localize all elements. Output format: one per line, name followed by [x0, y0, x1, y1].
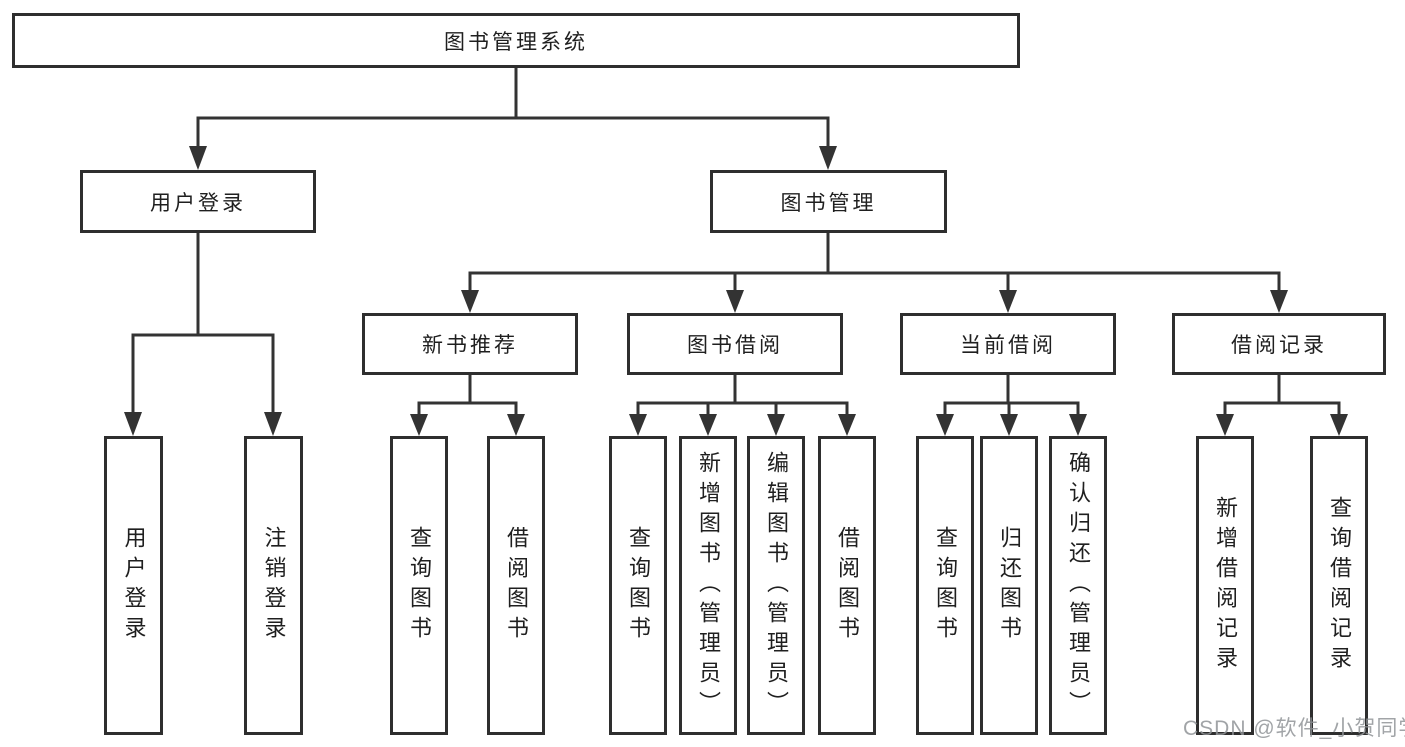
leaf-user-login: 用户登录	[104, 436, 163, 735]
leaf-query-books-current: 查询图书	[916, 436, 974, 735]
node-new-book-recommendation: 新书推荐	[362, 313, 578, 375]
csdn-watermark: CSDN @软件_小贺同学	[1183, 717, 1405, 740]
leaf-add-books-admin: 新增图书（管理员）	[679, 436, 737, 735]
leaf-borrow-books-recommend: 借阅图书	[487, 436, 545, 735]
node-borrowing-records: 借阅记录	[1172, 313, 1386, 375]
leaf-query-books-borrowing: 查询图书	[609, 436, 667, 735]
leaf-edit-books-admin: 编辑图书（管理员）	[747, 436, 805, 735]
node-book-management-module: 图书管理	[710, 170, 947, 233]
leaf-borrow-books: 借阅图书	[818, 436, 876, 735]
leaf-confirm-return-admin: 确认归还（管理员）	[1049, 436, 1107, 735]
node-library-management-system: 图书管理系统	[12, 13, 1020, 68]
leaf-query-borrow-record: 查询借阅记录	[1310, 436, 1368, 735]
leaf-add-borrow-record: 新增借阅记录	[1196, 436, 1254, 735]
node-book-borrowing: 图书借阅	[627, 313, 843, 375]
leaf-logout: 注销登录	[244, 436, 303, 735]
node-user-login-module: 用户登录	[80, 170, 316, 233]
leaf-return-books: 归还图书	[980, 436, 1038, 735]
leaf-query-books-recommend: 查询图书	[390, 436, 448, 735]
node-current-borrowing: 当前借阅	[900, 313, 1116, 375]
